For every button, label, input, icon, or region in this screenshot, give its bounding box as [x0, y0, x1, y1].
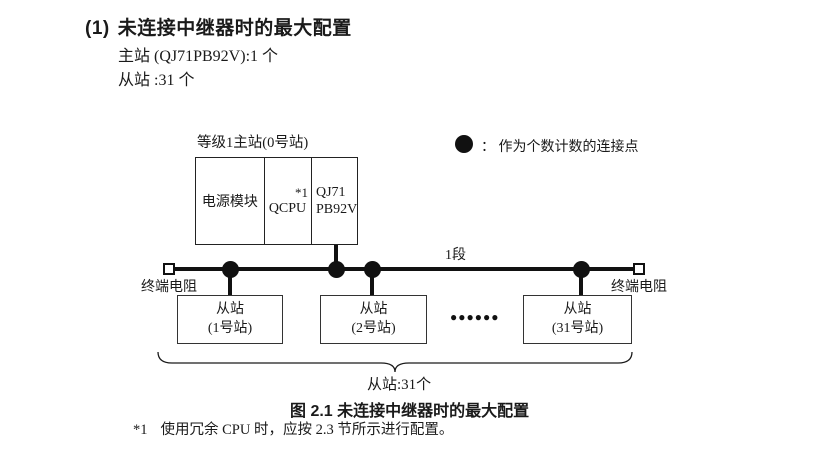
network-module-line2: PB92V	[316, 202, 358, 217]
slave-line1: 从站	[359, 302, 388, 318]
slave-station-box-1: 从站 (1号站)	[177, 295, 283, 344]
footnote-marker: *1	[133, 422, 148, 438]
terminating-resistor-right-icon	[633, 263, 645, 275]
slave-line2: (31号站)	[551, 320, 604, 336]
slave2-drop-line	[370, 269, 374, 296]
slave-station-box-2: 从站 (2号站)	[320, 295, 427, 344]
figure-caption: 图 2.1 未连接中继器时的最大配置	[290, 403, 530, 420]
slave-line2: (1号站)	[207, 320, 253, 336]
footnote: *1 使用冗余 CPU 时，应按 2.3 节所示进行配置。	[133, 418, 453, 439]
cpu-footnote-ref: *1	[295, 184, 308, 200]
network-module-line1: QJ71	[316, 184, 346, 200]
underbrace	[157, 351, 633, 373]
brace-label: 从站:31个	[367, 377, 432, 393]
master-drop-line	[334, 245, 338, 269]
connection-dot	[327, 260, 345, 278]
slave-count-line: 从站 :31 个	[118, 72, 195, 89]
legend-text: ： 作为个数计数的连接点	[481, 140, 639, 155]
slave-line2: (2号站)	[351, 320, 396, 336]
master-station-box: 电源模块 *1 QCPU QJ71 PB92V	[195, 157, 358, 245]
cpu-cell: *1 QCPU	[265, 158, 312, 244]
footnote-text: 使用冗余 CPU 时，应按 2.3 节所示进行配置。	[160, 422, 454, 438]
slave-station-box-31: 从站 (31号站)	[523, 295, 632, 344]
slave1-drop-line	[228, 269, 232, 296]
more-slaves-ellipsis: ●●●●●●	[450, 310, 500, 324]
terminator-right-label: 终端电阻	[611, 280, 667, 295]
master-count-line: 主站 (QJ71PB92V):1 个	[118, 48, 279, 65]
slave31-drop-line	[579, 269, 583, 296]
page-title: (1) 未连接中继器时的最大配置	[85, 13, 352, 40]
network-module-cell: QJ71 PB92V	[312, 158, 357, 244]
bus-line	[170, 267, 638, 271]
slave-line1: 从站	[563, 302, 592, 318]
master-station-label: 等级1主站(0号站)	[197, 135, 309, 151]
connection-dot	[221, 260, 239, 278]
heading-number: (1)	[85, 18, 110, 39]
slave-line1: 从站	[216, 302, 244, 318]
cpu-label: QCPU	[268, 200, 307, 216]
connection-dot	[572, 260, 590, 278]
heading-text: 未连接中继器时的最大配置	[117, 18, 352, 39]
terminating-resistor-left-icon	[163, 263, 175, 275]
power-module-cell: 电源模块	[196, 158, 265, 244]
legend-connection-dot-icon	[455, 135, 473, 153]
terminator-left-label: 终端电阻	[141, 280, 197, 295]
segment-label: 1段	[445, 248, 466, 263]
connection-dot	[363, 260, 381, 278]
